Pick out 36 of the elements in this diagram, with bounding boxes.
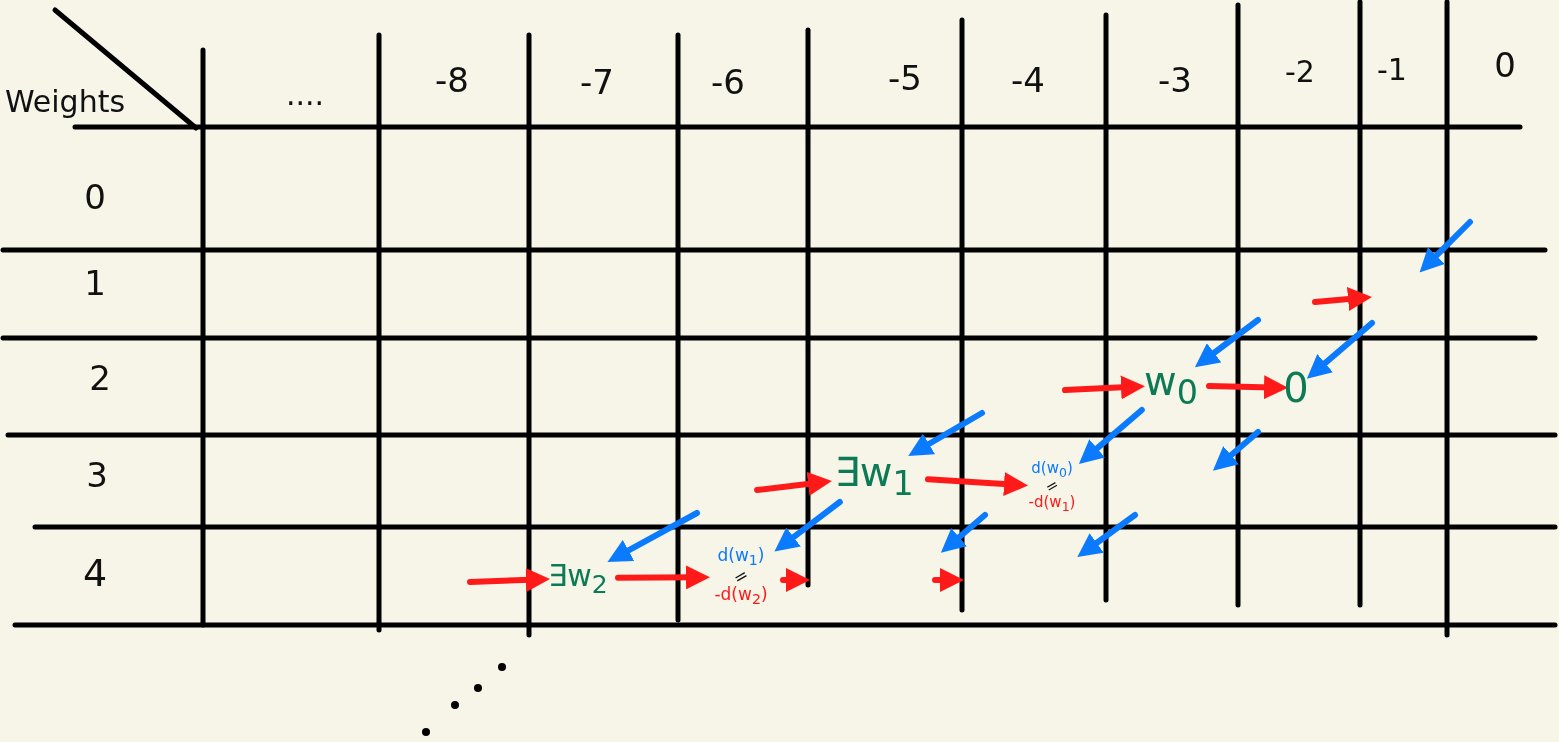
- column-header: ....: [285, 80, 325, 110]
- arrow: [1306, 320, 1375, 379]
- column-header: -8: [435, 63, 469, 97]
- arrow: [774, 499, 843, 552]
- column-header: -2: [1285, 57, 1315, 87]
- row-header: 2: [89, 361, 111, 395]
- row-header: 3: [86, 458, 108, 492]
- column-header: -7: [580, 65, 614, 99]
- formula-text: d(w$_{1}$): [717, 546, 765, 569]
- arrow: [754, 472, 832, 496]
- arrow: [1078, 407, 1145, 464]
- formula-text: -d(w$_{1}$): [1028, 494, 1076, 513]
- column-header: -1: [1377, 55, 1407, 85]
- formula-text: -d(w$_{2}$): [714, 585, 768, 608]
- column-header: 0: [1494, 48, 1516, 82]
- math-term: w$_{0}$: [1133, 360, 1209, 410]
- row-header: 1: [84, 266, 106, 300]
- arrow: [607, 510, 700, 562]
- row-header: 0: [84, 180, 106, 214]
- axis-title: Weights: [4, 87, 126, 117]
- arrow: [925, 472, 1028, 497]
- row-header: 4: [82, 554, 108, 592]
- arrow: [1194, 317, 1261, 368]
- arrow: [467, 567, 550, 592]
- column-header: -6: [711, 65, 745, 99]
- formula-text: d(w$_{0}$): [1031, 461, 1073, 480]
- arrow: [908, 410, 985, 457]
- column-header: -3: [1158, 63, 1192, 97]
- column-header: -4: [1011, 63, 1045, 97]
- math-term: ∃w$_{1}$: [820, 450, 928, 502]
- arrow: [1206, 375, 1288, 400]
- column-header: -5: [888, 61, 922, 95]
- arrow: [1062, 375, 1145, 400]
- arrow: [615, 565, 710, 590]
- math-term: 0: [1276, 364, 1316, 412]
- math-term: ∃w$_{2}$: [538, 556, 618, 600]
